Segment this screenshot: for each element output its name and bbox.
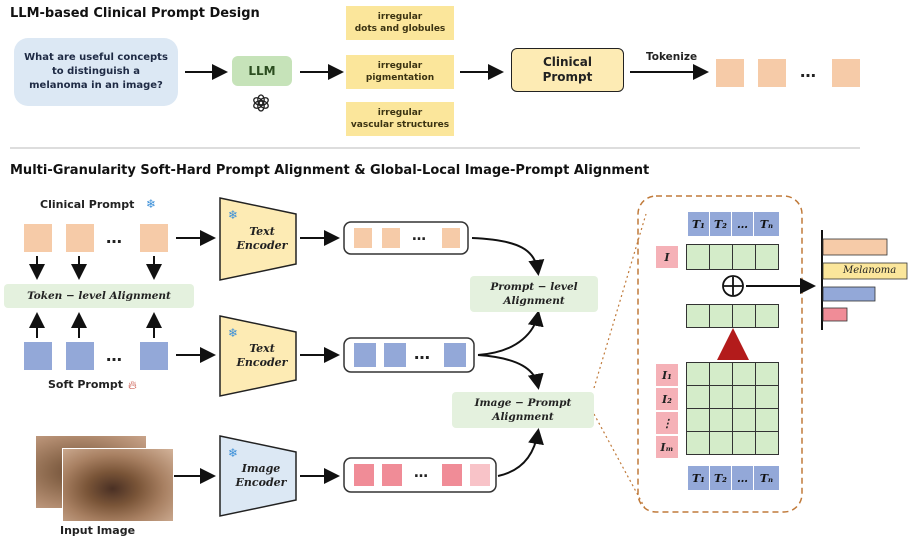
clinical-prompt-box: Clinical Prompt [511, 48, 624, 92]
ellipsis: … [414, 465, 428, 481]
sim-cell [709, 408, 733, 432]
soft-embedding [444, 343, 466, 367]
soft-token [66, 342, 94, 370]
ellipsis: … [106, 346, 122, 365]
ellipsis: … [106, 228, 122, 247]
dermoscopy-image-front [62, 448, 174, 522]
flame-icon: 🔥︎ [128, 378, 137, 392]
top-section-title: LLM-based Clinical Prompt Design [10, 6, 260, 21]
question-box: What are useful concepts to distinguish … [14, 38, 178, 106]
text-encoder-2 [219, 315, 297, 397]
sim-cell [732, 431, 756, 455]
sim-cell [732, 304, 756, 328]
text-token-t2: T₂ [710, 466, 732, 490]
text-token-tn: Tₙ [754, 212, 780, 236]
image-embedding-global [470, 464, 490, 486]
sim-cell [755, 431, 779, 455]
soft-token [24, 342, 52, 370]
sim-cell [709, 431, 733, 455]
concept-dots-globules: irregular dots and globules [346, 6, 454, 40]
input-image-label: Input Image [60, 524, 136, 537]
detail-frame [637, 195, 803, 513]
sim-cell [709, 385, 733, 409]
soft-prompt-label: Soft Prompt [48, 378, 123, 391]
sim-cell [755, 304, 779, 328]
clinical-prompt-label: Clinical Prompt [40, 198, 135, 211]
soft-token [140, 342, 168, 370]
oplus-icon [723, 276, 743, 296]
llm-box: LLM [232, 56, 292, 86]
soft-embedding [354, 343, 376, 367]
sim-cell [755, 385, 779, 409]
openai-logo-icon [252, 94, 270, 112]
sim-cell [686, 304, 710, 328]
text-token-t2: T₂ [710, 212, 732, 236]
local-image-token-2: I₂ [656, 388, 678, 410]
clinical-token [24, 224, 52, 252]
image-encoder [219, 435, 297, 517]
token-square [716, 59, 744, 87]
ellipsis: … [414, 344, 430, 363]
text-encoder-label: Text Encoder [236, 225, 288, 252]
token-level-alignment: Token − level Alignment [4, 284, 194, 308]
text-token-t1: T₁ [688, 466, 710, 490]
clinical-token [66, 224, 94, 252]
sim-cell [709, 244, 733, 270]
prompt-level-alignment: Prompt − level Alignment [470, 276, 598, 312]
sim-cell [709, 304, 733, 328]
sim-cell [686, 244, 710, 270]
text-token-tn: Tₙ [754, 466, 780, 490]
sim-cell [732, 408, 756, 432]
snowflake-icon: ❄ [228, 326, 239, 340]
result-label-melanoma: Melanoma [843, 265, 897, 276]
image-prompt-alignment: Image − Prompt Alignment [452, 392, 594, 428]
tokenize-label: Tokenize [646, 51, 698, 63]
snowflake-icon: ❄ [228, 446, 239, 460]
image-embedding [442, 464, 462, 486]
snowflake-icon: ❄ [228, 208, 239, 222]
token-square [758, 59, 786, 87]
bottom-section-title: Multi-Granularity Soft-Hard Prompt Align… [10, 163, 650, 178]
text-token-t1: T₁ [688, 212, 710, 236]
sim-cell [732, 244, 756, 270]
sim-cell [686, 385, 710, 409]
text-token-ellipsis: … [732, 212, 754, 236]
sim-cell [709, 362, 733, 386]
clinical-token [140, 224, 168, 252]
sim-cell [686, 431, 710, 455]
snowflake-icon: ❄ [146, 197, 157, 211]
image-encoder-label: Image Encoder [235, 462, 287, 489]
sim-cell [686, 408, 710, 432]
image-embedding [382, 464, 402, 486]
image-embedding [354, 464, 374, 486]
sim-cell [755, 362, 779, 386]
text-embedding [354, 228, 372, 248]
concept-pigmentation: irregular pigmentation [346, 55, 454, 89]
sim-cell [686, 362, 710, 386]
token-square [832, 59, 860, 87]
text-encoder-label: Text Encoder [236, 342, 288, 369]
sim-cell [755, 244, 779, 270]
text-token-ellipsis: … [732, 466, 754, 490]
ellipsis: … [412, 228, 426, 244]
local-image-token-ellipsis: ⋮ [656, 412, 678, 434]
local-image-token-1: I₁ [656, 364, 678, 386]
global-image-token: I [656, 246, 678, 268]
concept-vascular: irregular vascular structures [346, 102, 454, 136]
ellipsis: … [800, 62, 816, 81]
text-encoder-1 [219, 197, 297, 281]
sim-cell [755, 408, 779, 432]
text-embedding [382, 228, 400, 248]
sim-cell [732, 362, 756, 386]
local-image-token-m: Iₘ [656, 436, 678, 458]
soft-embedding [384, 343, 406, 367]
text-embedding [442, 228, 460, 248]
sim-cell [732, 385, 756, 409]
